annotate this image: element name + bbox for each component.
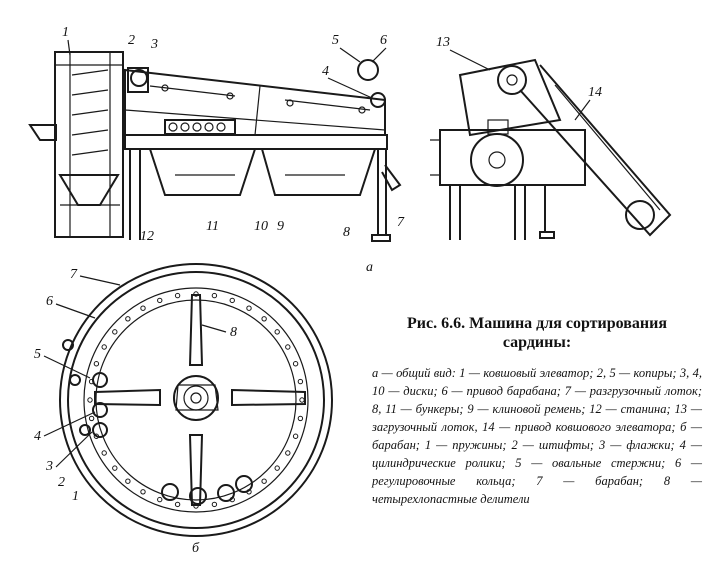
drum-pin	[229, 297, 235, 304]
drum-label-1: 1	[72, 489, 79, 504]
label-12: 12	[140, 229, 154, 244]
label-6: 6	[380, 33, 387, 48]
front-view-labels: 13 14	[436, 35, 602, 121]
drum-pin	[88, 415, 95, 422]
label-5: 5	[332, 33, 339, 48]
drum-pin	[140, 489, 146, 495]
drum-label-3: 3	[45, 459, 53, 474]
drum-pin	[88, 378, 95, 385]
drum-pin	[101, 450, 107, 456]
label-3: 3	[150, 37, 158, 52]
view-a-label: а	[366, 260, 373, 275]
label-2: 2	[128, 33, 135, 48]
drum-pin	[93, 361, 100, 367]
figure-caption-body: а — общий вид: 1 — ковшовый элеватор; 2,…	[372, 366, 702, 506]
drum-pin	[125, 478, 131, 484]
drum-pin	[261, 478, 267, 484]
drum-pin	[297, 415, 304, 422]
drum-pin	[297, 378, 304, 385]
drum-pin	[211, 501, 218, 508]
label-13: 13	[436, 35, 450, 50]
drum-pin	[292, 433, 299, 439]
drum-label-7: 7	[70, 267, 78, 282]
label-9: 9	[277, 219, 284, 234]
drum-label-2: 2	[58, 475, 65, 490]
drum-pin	[246, 305, 252, 311]
drum-view	[59, 263, 333, 537]
drum-pin	[87, 397, 93, 403]
drum-pin	[140, 305, 146, 311]
front-view-machine	[430, 58, 672, 240]
drum-pin	[174, 292, 181, 299]
drum-pin	[112, 329, 118, 335]
label-4: 4	[322, 64, 329, 79]
drum-label-4: 4	[34, 429, 41, 444]
drum-pin	[174, 501, 181, 508]
drum-pin	[193, 503, 199, 509]
drum-pin	[93, 433, 100, 439]
drum-pin	[193, 291, 199, 297]
drum-pin	[112, 465, 118, 471]
drum-pin	[261, 316, 267, 322]
drum-pin	[157, 496, 163, 503]
drum-pin	[274, 465, 280, 471]
drum-label-8: 8	[230, 325, 237, 340]
drum-pin	[299, 397, 305, 403]
drum-pin	[229, 496, 235, 503]
drum-pin	[125, 316, 131, 322]
drum-pins	[87, 291, 305, 509]
drum-pin	[157, 297, 163, 304]
view-b-label: б	[192, 541, 200, 556]
label-10: 10	[254, 219, 268, 234]
label-8: 8	[343, 225, 350, 240]
drum-pin	[101, 344, 107, 350]
drum-pin	[285, 344, 291, 350]
drum-pin	[285, 450, 291, 456]
drum-pin	[274, 329, 280, 335]
drum-label-6: 6	[46, 294, 53, 309]
drum-label-5: 5	[34, 347, 41, 362]
drum-labels: 7 6 5 4 3 2 1 8	[34, 267, 237, 504]
label-11: 11	[206, 219, 219, 234]
side-view-labels: 1 2 3 5 6 4 12 11 10 9 8 7	[62, 25, 405, 244]
drum-pin	[292, 361, 299, 367]
drum-pin	[246, 489, 252, 495]
label-14: 14	[588, 85, 602, 100]
drum-pin	[211, 292, 218, 299]
label-1: 1	[62, 25, 69, 40]
figure-caption-title: Рис. 6.6. Машина для сортирования сардин…	[407, 315, 667, 351]
label-7: 7	[397, 215, 405, 230]
side-view-machine	[28, 51, 402, 242]
